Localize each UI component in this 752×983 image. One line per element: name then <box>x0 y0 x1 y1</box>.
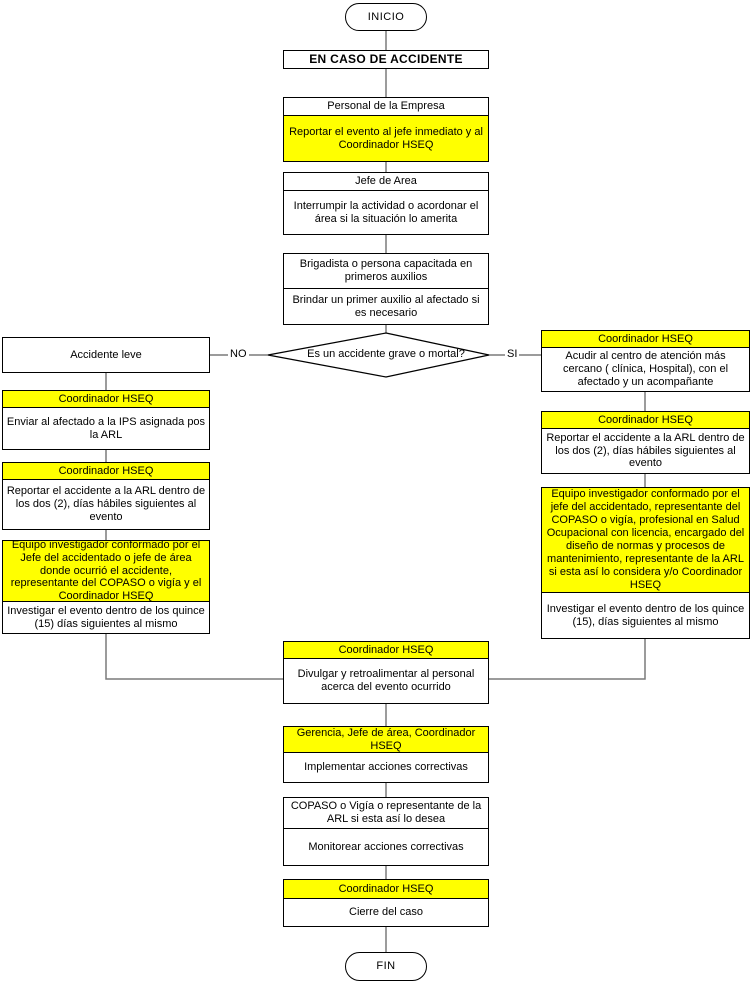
step-leve-reportar-action: Reportar el accidente a la ARL dentro de… <box>3 480 209 529</box>
start-label: INICIO <box>367 10 405 23</box>
step-leve-reportar-role: Coordinador HSEQ <box>3 463 209 480</box>
step-personal: Personal de la Empresa Reportar el event… <box>283 97 489 162</box>
end-label: FIN <box>376 960 396 973</box>
step-leve-reportar: Coordinador HSEQ Reportar el accidente a… <box>2 462 210 530</box>
title-banner: EN CASO DE ACCIDENTE <box>283 50 489 69</box>
step-leve-ips-role: Coordinador HSEQ <box>3 391 209 408</box>
branch-accidente-leve: Accidente leve <box>2 337 210 373</box>
step-cierre-action: Cierre del caso <box>284 899 488 926</box>
step-grave-reportar-action: Reportar el accidente a la ARL dentro de… <box>542 429 749 473</box>
step-grave-reportar: Coordinador HSEQ Reportar el accidente a… <box>541 411 750 474</box>
step-leve-ips: Coordinador HSEQ Enviar al afectado a la… <box>2 390 210 450</box>
step-divulgar-role: Coordinador HSEQ <box>284 642 488 659</box>
decision-yes-label: SI <box>505 347 520 362</box>
branch-accidente-leve-label: Accidente leve <box>3 338 209 372</box>
step-monitorear: COPASO o Vigía o representante de la ARL… <box>283 797 489 866</box>
step-jefe-area-role: Jefe de Area <box>284 173 488 191</box>
decision-diamond-shape <box>267 332 490 378</box>
step-brigadista-role: Brigadista o persona capacitada en prime… <box>284 254 488 289</box>
step-grave-acudir: Coordinador HSEQ Acudir al centro de ate… <box>541 330 750 392</box>
title-banner-label: EN CASO DE ACCIDENTE <box>284 51 488 68</box>
step-leve-investigar-action: Investigar el evento dentro de los quinc… <box>3 602 209 633</box>
step-grave-acudir-role: Coordinador HSEQ <box>542 331 749 348</box>
step-monitorear-role: COPASO o Vigía o representante de la ARL… <box>284 798 488 829</box>
step-implementar-role: Gerencia, Jefe de área, Coordinador HSEQ <box>284 727 488 753</box>
step-implementar: Gerencia, Jefe de área, Coordinador HSEQ… <box>283 726 489 783</box>
step-brigadista-action: Brindar un primer auxilio al afectado si… <box>284 289 488 324</box>
step-monitorear-action: Monitorear acciones correctivas <box>284 829 488 865</box>
step-leve-investigar: Equipo investigador conformado por el Je… <box>2 539 210 634</box>
step-grave-investigar-role: Equipo investigador conformado por el je… <box>542 488 749 593</box>
end-terminator: FIN <box>345 952 427 981</box>
step-grave-investigar-action: Investigar el evento dentro de los quinc… <box>542 593 749 638</box>
step-divulgar-action: Divulgar y retroalimentar al personal ac… <box>284 659 488 703</box>
step-jefe-area: Jefe de Area Interrumpir la actividad o … <box>283 172 489 235</box>
step-leve-investigar-role: Equipo investigador conformado por el Je… <box>3 539 209 602</box>
step-grave-investigar: Equipo investigador conformado por el je… <box>541 487 750 639</box>
decision-question: Es un accidente grave o mortal? <box>307 348 465 360</box>
decision-no-label: NO <box>228 347 249 362</box>
step-grave-reportar-role: Coordinador HSEQ <box>542 412 749 429</box>
step-divulgar: Coordinador HSEQ Divulgar y retroaliment… <box>283 641 489 704</box>
step-jefe-area-action: Interrumpir la actividad o acordonar el … <box>284 191 488 234</box>
step-leve-ips-action: Enviar al afectado a la IPS asignada pos… <box>3 408 209 449</box>
step-personal-role: Personal de la Empresa <box>284 98 488 116</box>
step-cierre-role: Coordinador HSEQ <box>284 880 488 899</box>
step-cierre: Coordinador HSEQ Cierre del caso <box>283 879 489 927</box>
step-brigadista: Brigadista o persona capacitada en prime… <box>283 253 489 325</box>
step-implementar-action: Implementar acciones correctivas <box>284 753 488 782</box>
step-personal-action: Reportar el evento al jefe inmediato y a… <box>284 116 488 161</box>
step-grave-acudir-action: Acudir al centro de atención más cercano… <box>542 348 749 391</box>
start-terminator: INICIO <box>345 3 427 31</box>
